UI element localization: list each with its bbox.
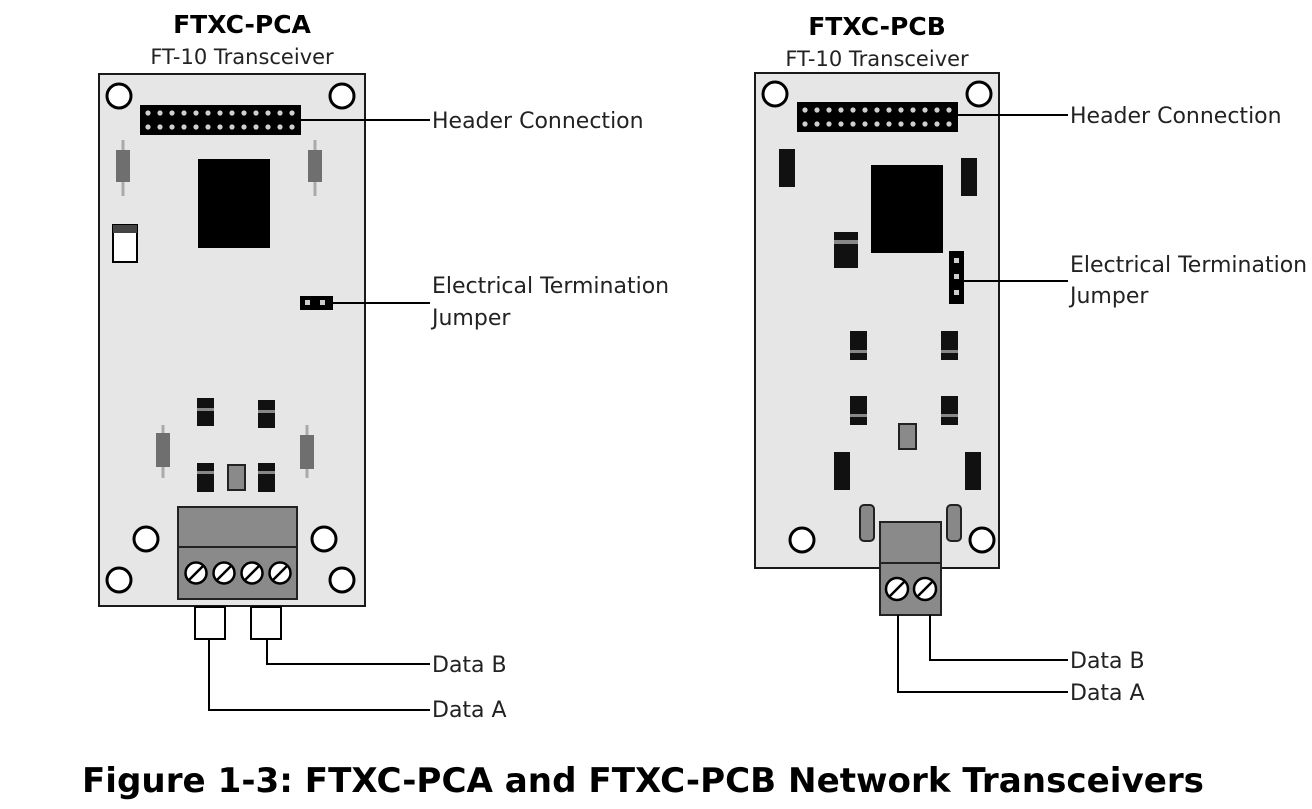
ftxc-pca-data-a-leader <box>208 639 430 711</box>
mounting-hole <box>968 526 996 554</box>
ftxc-pcb-smd-component <box>941 331 958 360</box>
ftxc-pca-wire-entry <box>250 606 282 640</box>
ftxc-pca-header-label: Header Connection <box>432 109 644 134</box>
ftxc-pcb-standoff <box>859 504 875 542</box>
ftxc-pca-title: FTXC-PCA <box>173 10 311 39</box>
ftxc-pcb-smd-component <box>941 396 958 425</box>
ftxc-pcb-header-connector <box>797 102 958 132</box>
ftxc-pca-wire-entry <box>194 606 226 640</box>
ftxc-pcb-smd-component <box>834 452 850 490</box>
mounting-hole <box>761 80 789 108</box>
ftxc-pca-main-chip <box>198 159 270 248</box>
ftxc-pcb-data-b-leader <box>929 615 1068 661</box>
ftxc-pca-terminal-block <box>177 506 298 600</box>
ftxc-pcb-header-label: Header Connection <box>1070 104 1282 129</box>
ftxc-pca-header-connector <box>140 105 301 135</box>
ftxc-pca-smd-component <box>197 398 214 426</box>
ftxc-pcb-smd-component <box>961 158 977 196</box>
ftxc-pcb-subtitle: FT-10 Transceiver <box>785 47 969 71</box>
ftxc-pcb-terminal-block <box>879 521 942 616</box>
ftxc-pcb-data-a-label: Data A <box>1070 681 1145 706</box>
ftxc-pcb-jumper-label-line1: Electrical Termination <box>1070 253 1307 278</box>
ftxc-pcb-data-a-leader <box>897 615 1068 693</box>
ftxc-pcb-data-b-label: Data B <box>1070 649 1145 674</box>
ftxc-pca-led <box>227 464 246 491</box>
ftxc-pca-subtitle: FT-10 Transceiver <box>150 45 334 69</box>
ftxc-pca-data-b-leader <box>266 639 430 665</box>
mounting-hole <box>965 80 993 108</box>
ftxc-pcb-smd-component <box>850 396 867 425</box>
ftxc-pcb-diagram: FTXC-PCB FT-10 Transceiver <box>754 12 1307 706</box>
ftxc-pca-diode <box>308 140 322 196</box>
ftxc-pcb-smd-component <box>965 452 981 490</box>
ftxc-pca-termination-jumper <box>300 296 333 310</box>
ftxc-pca-diagram: FTXC-PCA FT-10 Transceiver <box>98 10 669 723</box>
mounting-hole <box>328 566 356 594</box>
ftxc-pca-smd-component <box>258 400 275 428</box>
ftxc-pcb-smd-component <box>850 331 867 360</box>
ftxc-pca-data-b-label: Data B <box>432 653 507 678</box>
ftxc-pcb-capacitor <box>834 232 858 268</box>
ftxc-pca-smd-component <box>197 463 214 492</box>
ftxc-pcb-standoff <box>946 504 962 542</box>
ftxc-pcb-smd-component <box>779 149 795 187</box>
ftxc-pca-diode <box>116 140 130 196</box>
ftxc-pcb-main-chip <box>871 165 943 253</box>
ftxc-pcb-termination-jumper <box>949 251 964 304</box>
ftxc-pcb-title: FTXC-PCB <box>808 12 946 41</box>
ftxc-pca-smd-component <box>258 463 275 492</box>
mounting-hole <box>788 526 816 554</box>
mounting-hole <box>105 566 133 594</box>
ftxc-pca-capacitor <box>112 224 138 263</box>
ftxc-pca-jumper-label-line1: Electrical Termination <box>432 274 669 299</box>
ftxc-pca-data-a-label: Data A <box>432 698 507 723</box>
figure-caption: Figure 1-3: FTXC-PCA and FTXC-PCB Networ… <box>82 761 1204 801</box>
ftxc-pcb-led <box>898 423 917 450</box>
mounting-hole <box>105 82 133 110</box>
ftxc-pca-jumper-label-line2: Jumper <box>430 306 511 331</box>
ftxc-pca-diode <box>156 425 170 478</box>
ftxc-pcb-board <box>754 72 1000 569</box>
mounting-hole <box>132 525 160 553</box>
mounting-hole <box>328 82 356 110</box>
ftxc-pcb-jumper-label-line2: Jumper <box>1068 284 1149 309</box>
ftxc-pca-diode <box>300 425 314 478</box>
mounting-hole <box>310 525 338 553</box>
